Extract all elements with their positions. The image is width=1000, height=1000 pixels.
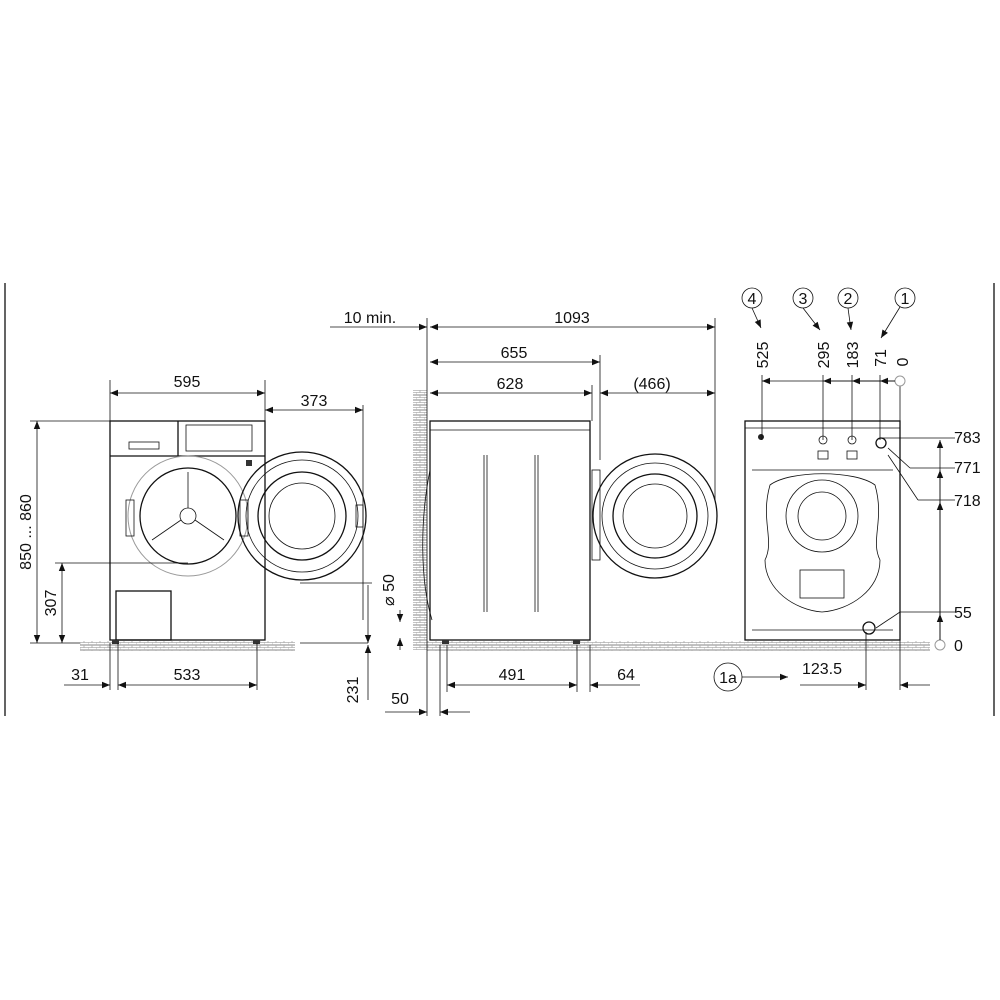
machine-body-rear [744,420,901,641]
lock-icon [246,460,252,466]
floor-hatch [715,641,930,651]
dim-wall-offset: 50 [391,691,409,708]
callout-1a: 1a [719,670,737,687]
dim-width: 595 [174,374,201,391]
callout-2: 2 [844,291,853,308]
dim-body-depth: 628 [497,376,524,393]
pos-h-525: 525 [755,342,772,369]
dim-drain-diameter: ⌀ 50 [381,574,398,606]
pos-h-0: 0 [895,357,912,366]
pos-h-183: 183 [845,342,862,369]
wall-hatch [413,390,427,650]
open-door-side [592,453,718,579]
detergent-drawer [128,441,160,450]
pos-v-0: 0 [954,638,963,655]
dim-height: 850 ... 860 [18,494,35,570]
callout-3: 3 [799,291,808,308]
front-view: 595 373 850 ... 860 307 31 533 231 ⌀ 50 [18,374,404,704]
callouts: 4 3 2 1 [741,287,916,339]
connection-1 [875,437,887,449]
dim-door-depth: (466) [633,376,670,393]
pos-v-783: 783 [954,430,981,447]
pos-v-55: 55 [954,605,972,622]
machine-body [109,420,266,641]
dim-depth-with-door: 655 [501,345,528,362]
dim-drain-height: 231 [345,677,362,704]
callout-4: 4 [748,291,757,308]
dim-foot-offset: 31 [71,667,89,684]
dim-total-depth: 1093 [554,310,590,327]
open-door [237,451,367,581]
door-opening [139,467,237,565]
dim-rear-foot-offset: 64 [617,667,635,684]
floor-hatch [427,641,715,651]
pos-v-771: 771 [954,460,981,477]
dim-foot-depth: 491 [499,667,526,684]
pos-h-295: 295 [816,342,833,369]
rear-view: 4 3 2 1 525 295 183 71 0 [713,287,981,692]
pos-v-718: 718 [954,493,981,510]
drain-outlet [862,621,876,635]
dim-door-center-height: 307 [43,590,60,617]
pos-h-71: 71 [873,349,890,367]
dim-wall-clearance: 10 min. [344,310,396,327]
tub-bracket [764,473,881,613]
machine-body-side [429,420,591,641]
dim-door-swing: 373 [301,393,328,410]
service-flap [115,590,172,641]
dim-drain-offset: 123.5 [802,661,842,678]
display-panel [185,424,253,452]
callout-1: 1 [901,291,910,308]
side-view: 10 min. 1093 655 628 (466) 491 64 50 [330,310,718,716]
floor-hatch [80,641,295,651]
dim-foot-span: 533 [174,667,201,684]
